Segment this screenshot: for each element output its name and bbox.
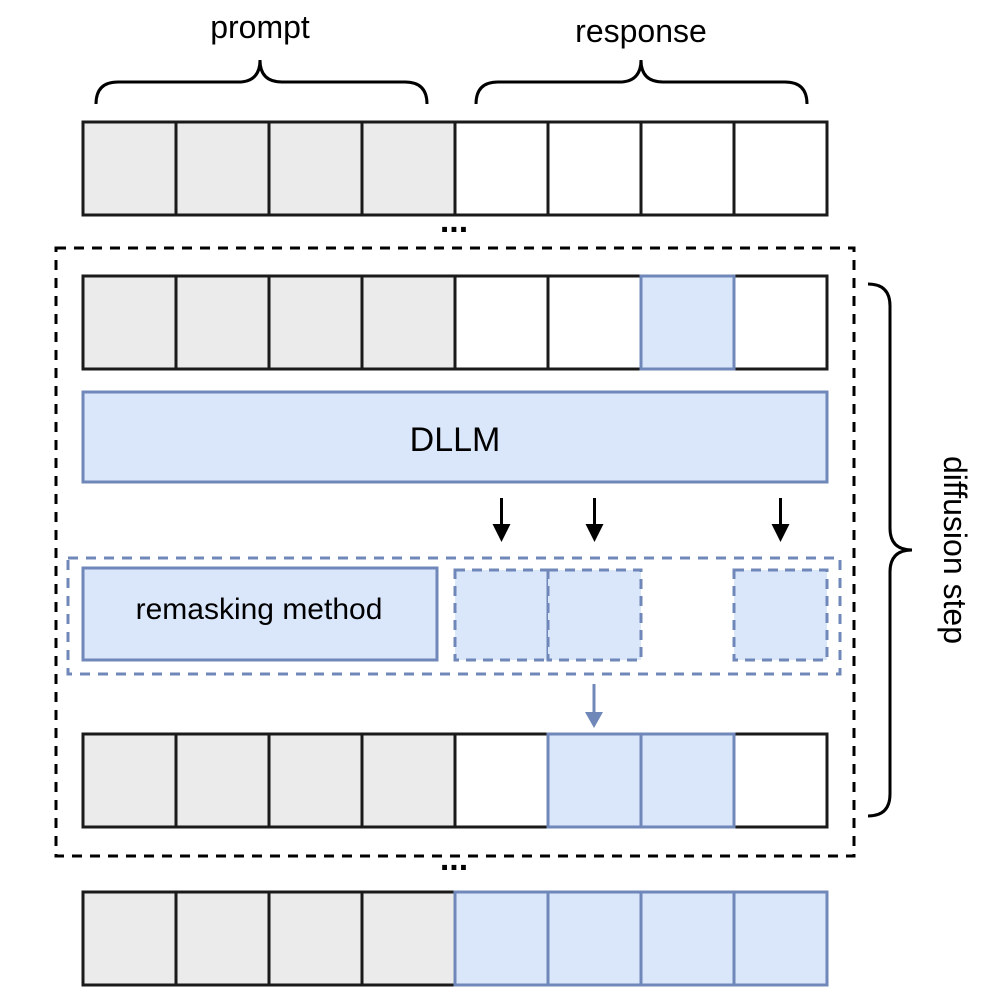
response-brace [474, 59, 809, 105]
prompt-cell [267, 890, 364, 987]
prompt-brace [94, 59, 429, 105]
prompt-cell [267, 274, 364, 371]
prompt-cell [267, 120, 364, 217]
remask-arrowhead [585, 712, 603, 728]
prompt-cell [174, 274, 271, 371]
mask-cell [453, 274, 550, 371]
token-row-step-input [81, 274, 829, 371]
candidate-token [546, 568, 643, 662]
dllm-block [81, 390, 829, 484]
prompt-cell [360, 732, 457, 829]
prediction-arrowhead [585, 524, 604, 542]
mask-cell [546, 120, 643, 217]
token-row-initial [81, 120, 829, 217]
diffusion-step-label: diffusion step [937, 456, 973, 644]
prompt-label: prompt [210, 9, 310, 45]
mask-cell [546, 274, 643, 371]
dllm-label: DLLM [410, 421, 501, 459]
prediction-arrowhead [492, 524, 511, 542]
token-cell [546, 732, 643, 829]
ellipsis-bottom: ... [440, 840, 468, 878]
token-cell [546, 890, 643, 987]
prompt-cell [174, 890, 271, 987]
prompt-cell [174, 732, 271, 829]
token-row-final [81, 890, 829, 987]
token-cell [453, 890, 550, 987]
prompt-cell [81, 120, 178, 217]
candidate-token [732, 568, 829, 662]
candidate-token [453, 568, 550, 662]
remasking-method-label: remasking method [136, 593, 383, 626]
ellipsis-top: ... [440, 202, 468, 240]
prompt-cell [267, 732, 364, 829]
prompt-cell [174, 120, 271, 217]
prompt-cell [81, 274, 178, 371]
prompt-cell [360, 274, 457, 371]
prompt-cell [360, 890, 457, 987]
candidate-tokens [453, 568, 829, 662]
token-cell [732, 890, 829, 987]
token-cell [639, 890, 736, 987]
diffusion-step-frame [54, 246, 856, 858]
mask-cell [732, 732, 829, 829]
mask-cell [732, 274, 829, 371]
mask-cell [732, 120, 829, 217]
mask-cell [639, 120, 736, 217]
response-label: response [575, 13, 707, 49]
remasking-method-box [81, 566, 439, 662]
diffusion-step-brace [867, 282, 913, 818]
prompt-cell [81, 732, 178, 829]
prediction-arrowhead [771, 524, 790, 542]
mask-cell [453, 120, 550, 217]
prediction-arrows [492, 498, 790, 542]
mask-cell [453, 732, 550, 829]
token-cell [639, 274, 736, 371]
token-row-step-output [81, 732, 829, 829]
remasking-group [66, 556, 842, 676]
token-cell [639, 732, 736, 829]
prompt-cell [81, 890, 178, 987]
